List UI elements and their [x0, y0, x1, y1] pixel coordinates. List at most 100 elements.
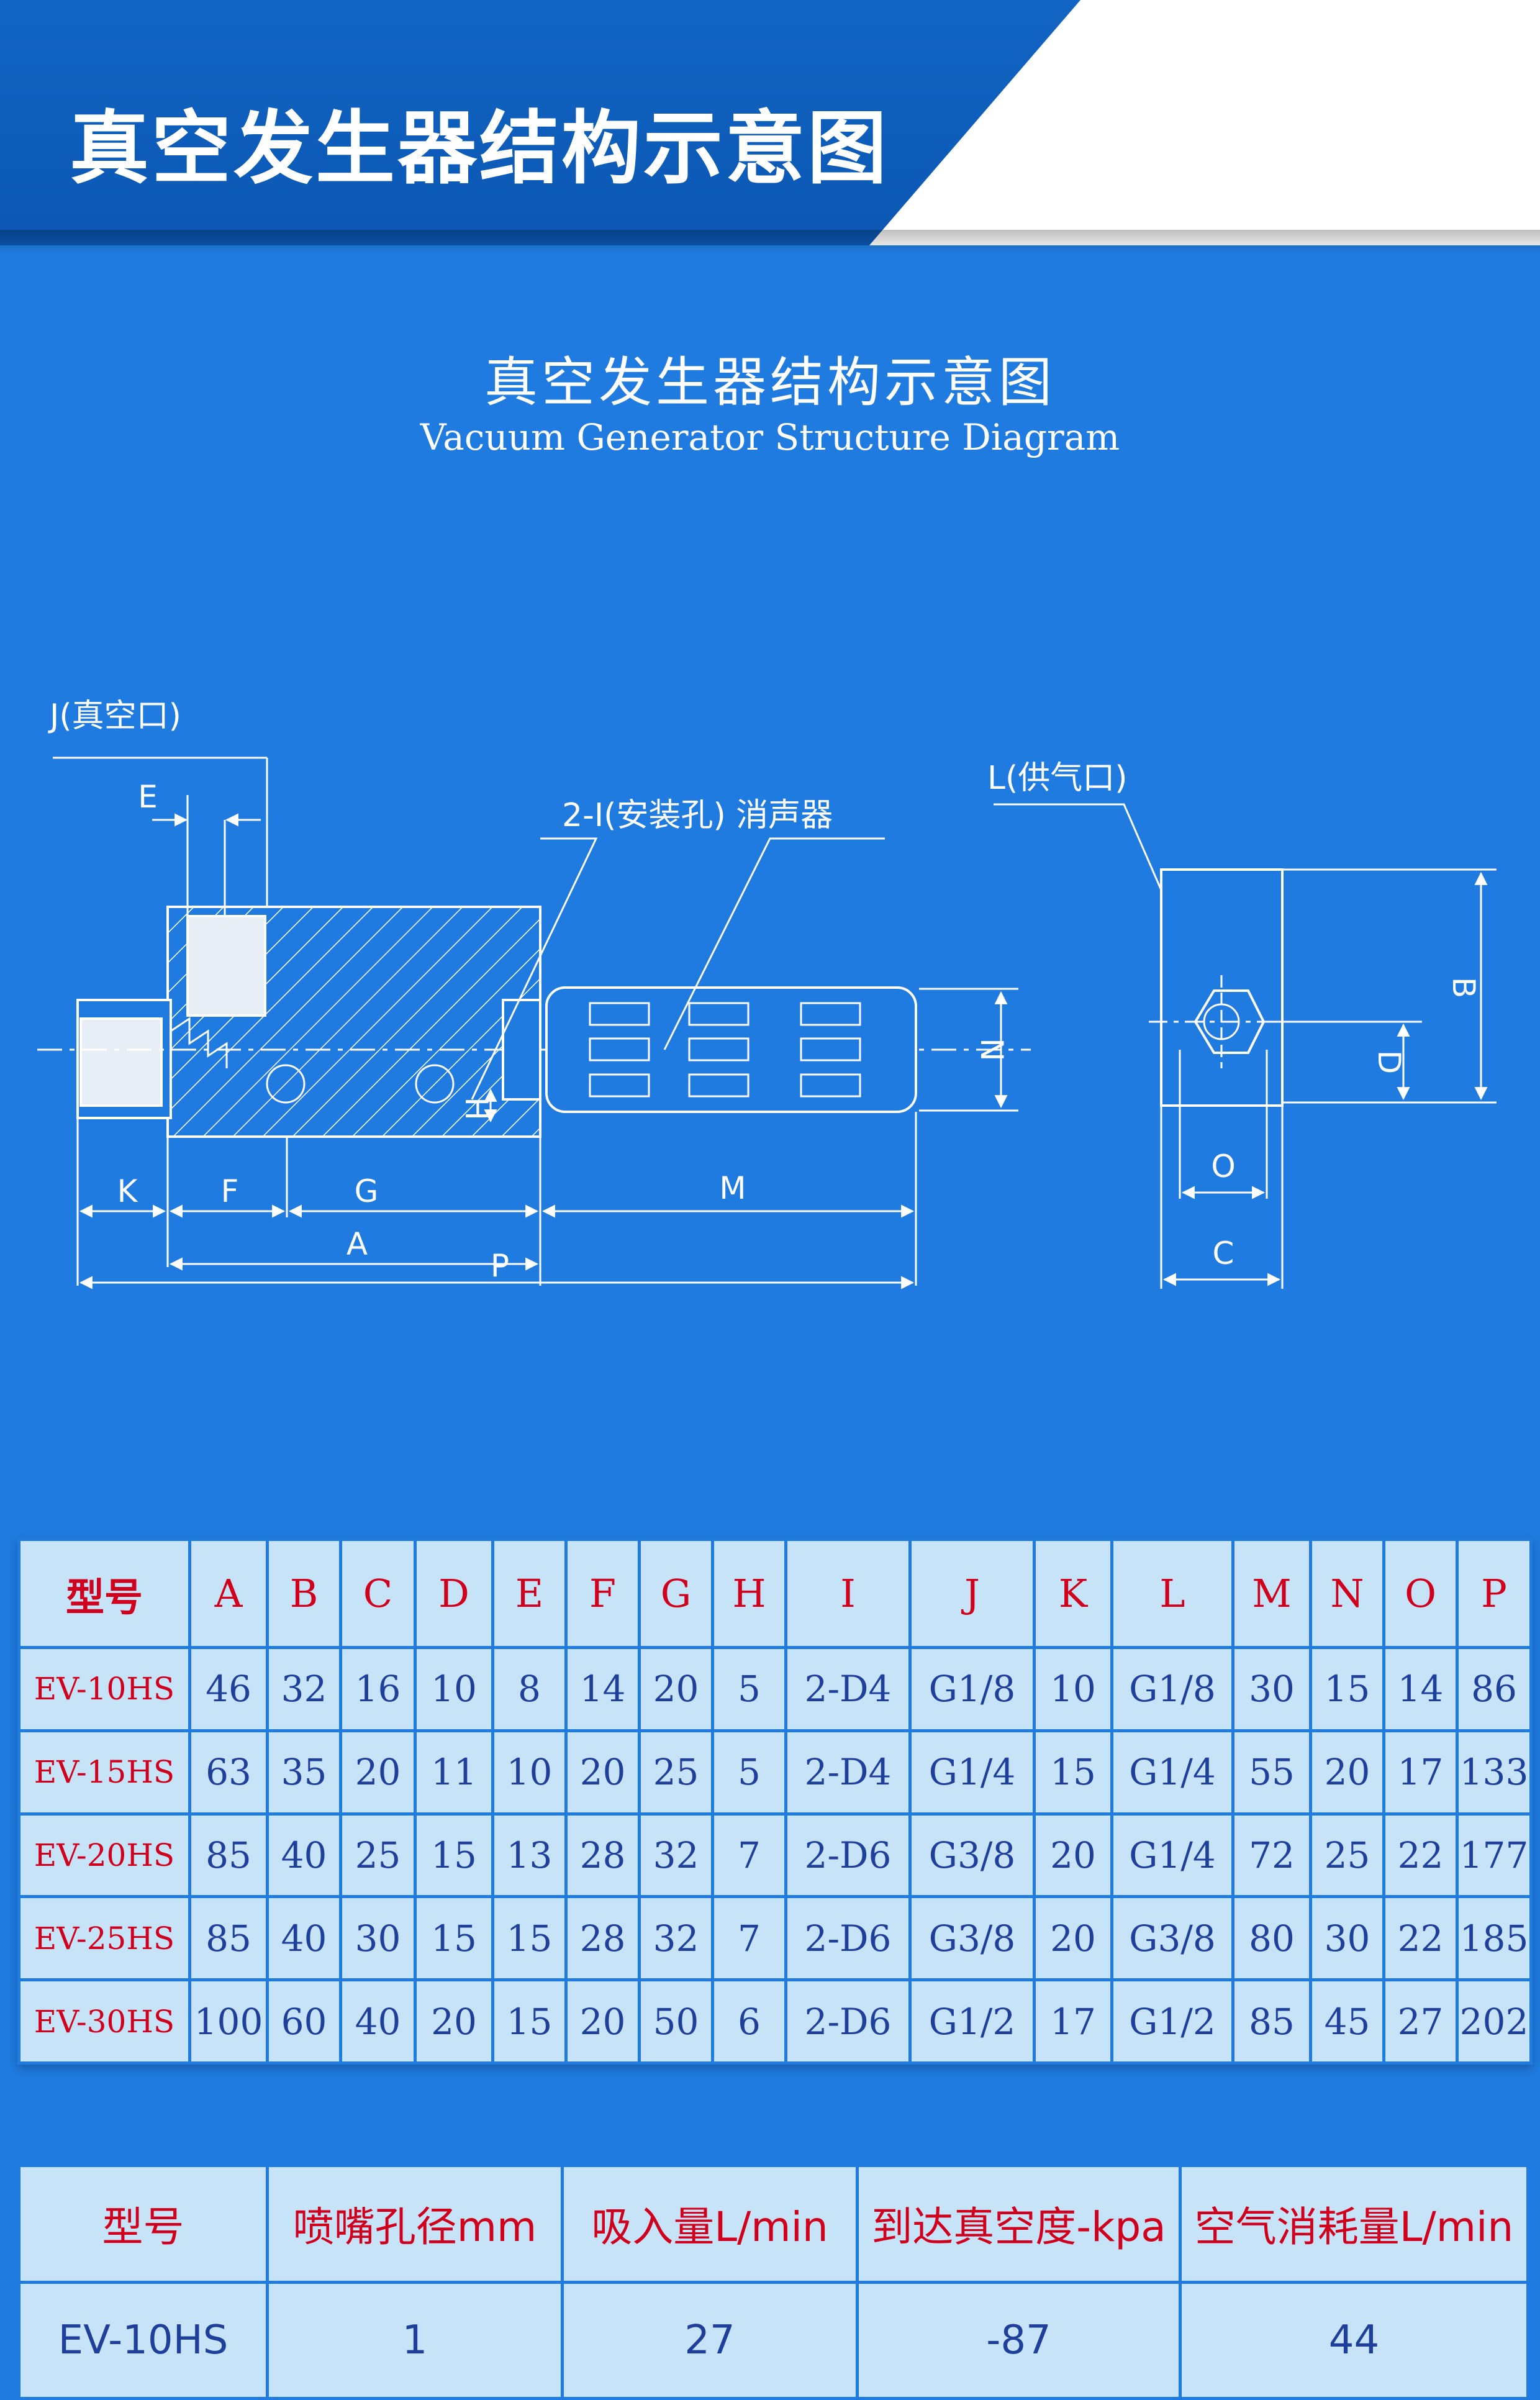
- table-cell: 8: [491, 1646, 568, 1732]
- dim-D: D: [1371, 1050, 1407, 1075]
- spec-header-cell: P: [1456, 1537, 1533, 1650]
- table-cell: G1/2: [908, 1978, 1036, 2065]
- table-cell: G1/4: [1110, 1729, 1234, 1816]
- table-cell: 20: [339, 1729, 417, 1816]
- table-cell: 32: [266, 1646, 342, 1732]
- table-cell: 2-D6: [784, 1978, 912, 2065]
- table-cell: 27: [561, 2280, 859, 2400]
- table-cell: G1/2: [1110, 1978, 1234, 2065]
- table-cell: 28: [564, 1812, 641, 1899]
- label-supply-port: L(供气口): [987, 760, 1128, 797]
- table-row: EV-20HS 85 40 25 15 13 28 32 7 2-D6 G3/8…: [17, 1812, 1533, 1899]
- table-cell: EV-25HS: [17, 1895, 191, 1982]
- table-cell: 13: [491, 1812, 568, 1899]
- table-cell: 2-D4: [784, 1646, 912, 1732]
- table-cell: 25: [1309, 1812, 1385, 1899]
- spec-header-cell: C: [339, 1537, 417, 1650]
- table-cell: 202: [1456, 1978, 1533, 2065]
- table-cell: 7: [711, 1895, 787, 1982]
- spec-header-cell: N: [1309, 1537, 1385, 1650]
- dim-G: G: [355, 1173, 379, 1209]
- table-cell: EV-15HS: [17, 1729, 191, 1816]
- table-cell: 20: [414, 1978, 494, 2065]
- dim-M: M: [719, 1170, 746, 1206]
- table-cell: G3/8: [1110, 1895, 1234, 1982]
- table-cell: EV-20HS: [17, 1812, 191, 1899]
- spec-header-cell: O: [1382, 1537, 1459, 1650]
- table-cell: G3/8: [908, 1895, 1036, 1982]
- table-cell: 72: [1231, 1812, 1312, 1899]
- table-cell: 15: [1309, 1646, 1385, 1732]
- spec-header-cell: D: [414, 1537, 494, 1650]
- table-cell: 2-D4: [784, 1729, 912, 1816]
- table-cell: 5: [711, 1646, 787, 1732]
- spec-header-cell: F: [564, 1537, 641, 1650]
- title-banner: [0, 0, 1080, 245]
- spec-header-cell: 型号: [17, 1537, 191, 1650]
- table-cell: 25: [339, 1812, 417, 1899]
- table-cell: 2-D6: [784, 1895, 912, 1982]
- dimension-spec-table: 型号 A B C D E F G H I J K L M N O P EV-10…: [17, 1537, 1533, 2065]
- silencer: [545, 986, 917, 1113]
- table-cell: 20: [1033, 1812, 1113, 1899]
- table-cell: 28: [564, 1895, 641, 1982]
- table-cell: 185: [1456, 1895, 1533, 1982]
- dim-C: C: [1213, 1235, 1234, 1271]
- dim-N: N: [974, 1038, 1010, 1061]
- table-cell: G1/4: [908, 1729, 1036, 1816]
- table-cell: 40: [266, 1812, 342, 1899]
- table-cell: 5: [711, 1729, 787, 1816]
- table-cell: 85: [188, 1895, 269, 1982]
- table-cell: 40: [266, 1895, 342, 1982]
- spec-header-cell: J: [908, 1537, 1036, 1650]
- table-cell: 16: [339, 1646, 417, 1732]
- table-cell: 14: [1382, 1646, 1459, 1732]
- table-row: EV-25HS 85 40 30 15 15 28 32 7 2-D6 G3/8…: [17, 1895, 1533, 1982]
- perf-header-cell: 到达真空度-kpa: [856, 2164, 1182, 2284]
- table-cell: 30: [1309, 1895, 1385, 1982]
- table-cell: G1/8: [1110, 1646, 1234, 1732]
- table-cell: G1/8: [908, 1646, 1036, 1732]
- table-cell: 32: [638, 1812, 714, 1899]
- spec-header-cell: I: [784, 1537, 912, 1650]
- dim-K: K: [117, 1173, 138, 1209]
- spec-header-cell: L: [1110, 1537, 1234, 1650]
- label-vacuum-port: J(真空口): [48, 698, 181, 735]
- table-cell: 45: [1309, 1978, 1385, 2065]
- table-cell: 10: [491, 1729, 568, 1816]
- performance-table: 型号 喷嘴孔径mm 吸入量L/min 到达真空度-kpa 空气消耗量L/min …: [17, 2164, 1529, 2400]
- perf-header-cell: 喷嘴孔径mm: [266, 2164, 564, 2284]
- table-cell: 15: [1033, 1729, 1113, 1816]
- table-cell: 32: [638, 1895, 714, 1982]
- table-cell: 35: [266, 1729, 342, 1816]
- dim-F: F: [221, 1173, 239, 1209]
- spec-header-cell: A: [188, 1537, 269, 1650]
- table-cell: 85: [188, 1812, 269, 1899]
- table-cell: 2-D6: [784, 1812, 912, 1899]
- perf-header-cell: 型号: [17, 2164, 269, 2284]
- table-cell: 177: [1456, 1812, 1533, 1899]
- table-cell: -87: [856, 2280, 1182, 2400]
- table-cell: 30: [1231, 1646, 1312, 1732]
- table-cell: G1/4: [1110, 1812, 1234, 1899]
- banner-title: 真空发生器结构示意图: [70, 102, 890, 195]
- table-cell: 20: [1033, 1895, 1113, 1982]
- table-cell: 10: [1033, 1646, 1113, 1732]
- table-cell: 85: [1231, 1978, 1312, 2065]
- perf-header-cell: 空气消耗量L/min: [1179, 2164, 1529, 2284]
- dim-E: E: [138, 779, 158, 815]
- table-cell: 133: [1456, 1729, 1533, 1816]
- dim-P: P: [491, 1248, 509, 1284]
- structure-diagram: J(真空口) 2-I(安装孔) 消声器 L(供气口) E K F G A P M…: [37, 698, 1497, 1289]
- table-cell: 86: [1456, 1646, 1533, 1732]
- table-cell: 6: [711, 1978, 787, 2065]
- table-cell: 22: [1382, 1812, 1459, 1899]
- table-row: EV-15HS 63 35 20 11 10 20 25 5 2-D4 G1/4…: [17, 1729, 1533, 1816]
- table-cell: 63: [188, 1729, 269, 1816]
- table-cell: 20: [564, 1729, 641, 1816]
- table-cell: 17: [1033, 1978, 1113, 2065]
- table-cell: EV-10HS: [17, 2280, 269, 2400]
- table-cell: 22: [1382, 1895, 1459, 1982]
- spec-header-row: 型号 A B C D E F G H I J K L M N O P: [17, 1537, 1533, 1650]
- table-cell: 15: [491, 1978, 568, 2065]
